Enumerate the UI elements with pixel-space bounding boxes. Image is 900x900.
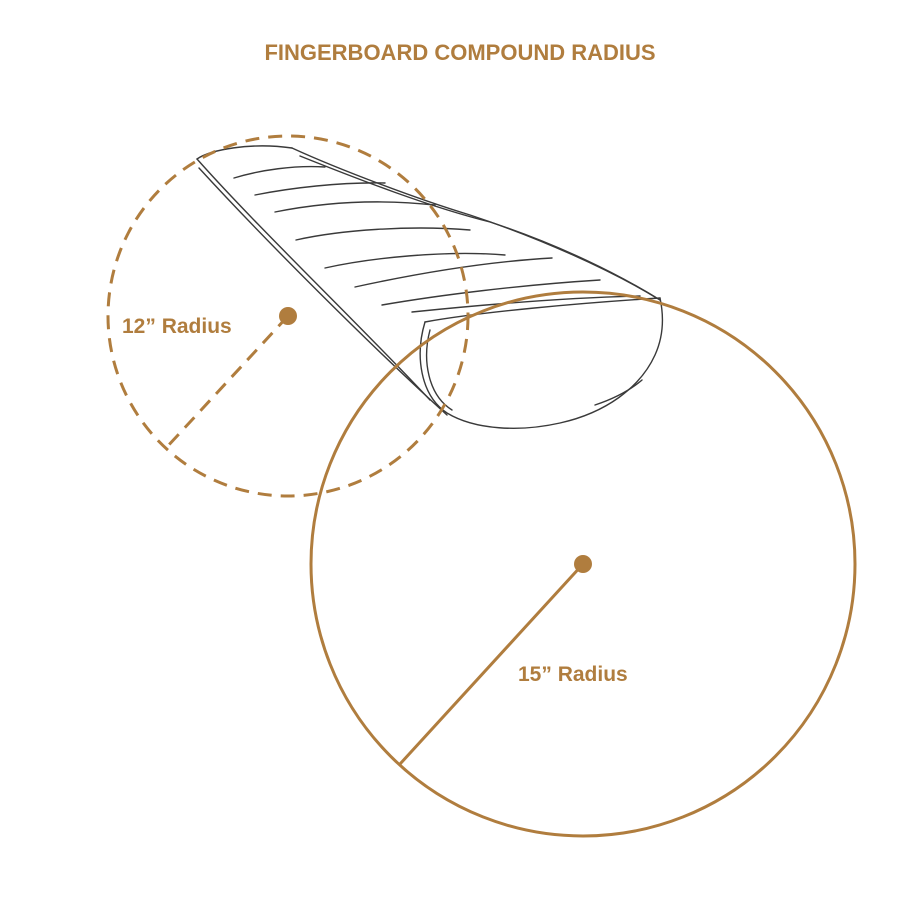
radius-15-label: 15” Radius — [518, 663, 628, 686]
radius-15-center-dot — [574, 555, 592, 573]
radius-12-center-dot — [279, 307, 297, 325]
diagram-title: FINGERBOARD COMPOUND RADIUS — [264, 40, 655, 65]
radius-15-line — [398, 562, 585, 766]
radius-15-group: 15” Radius — [309, 290, 857, 838]
radius-12-label: 12” Radius — [122, 315, 232, 338]
radius-15-circle — [309, 290, 857, 838]
fingerboard-sketch — [196, 145, 664, 429]
radius-12-line — [164, 314, 290, 450]
